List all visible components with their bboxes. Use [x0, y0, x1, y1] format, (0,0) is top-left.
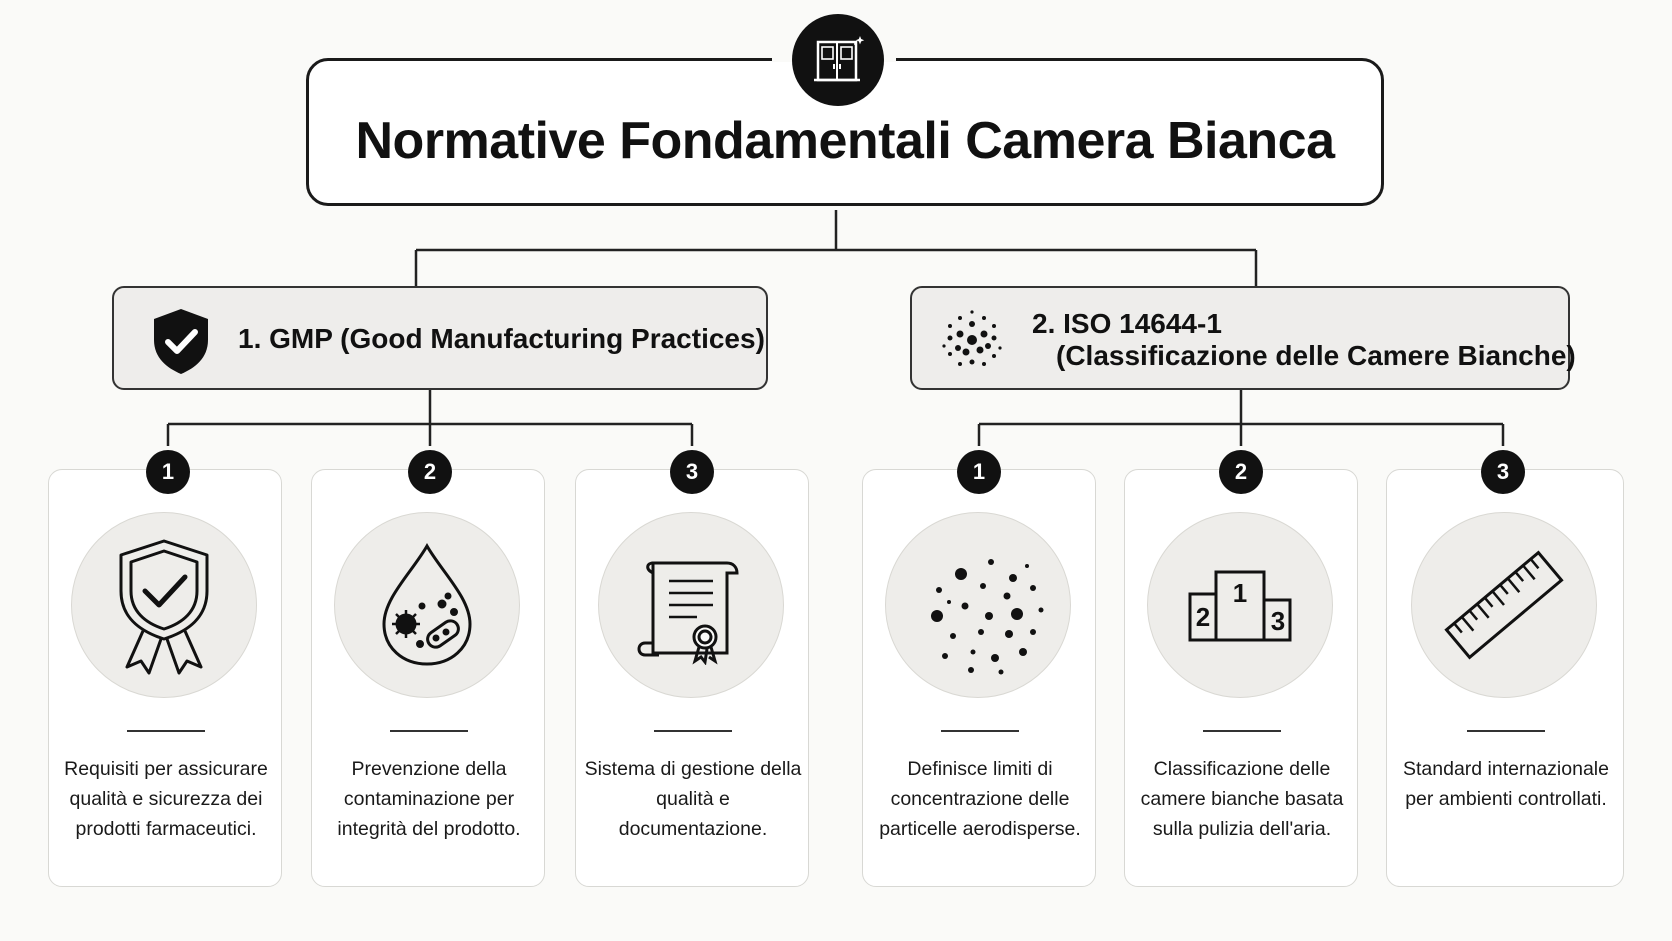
category-label-line1: 2. ISO 14644-1 [1032, 308, 1222, 339]
step-badge: 3 [670, 450, 714, 494]
airborne-particles-icon [885, 512, 1071, 698]
measuring-ruler-icon [1411, 512, 1597, 698]
shield-check-icon [150, 306, 212, 381]
card-gmp-1: Requisiti per assicurare qualità e sicur… [48, 469, 282, 887]
divider [941, 730, 1019, 732]
divider [390, 730, 468, 732]
particle-cluster-icon [936, 304, 1008, 381]
divider [1203, 730, 1281, 732]
podium-label-3: 3 [1271, 606, 1285, 636]
certificate-scroll-icon [598, 512, 784, 698]
divider [127, 730, 205, 732]
step-badge: 1 [957, 450, 1001, 494]
step-badge: 1 [146, 450, 190, 494]
divider [1467, 730, 1545, 732]
podium-label-1: 1 [1233, 578, 1247, 608]
category-label-line2: (Classificazione delle Camere Bianche) [1056, 340, 1576, 371]
category-iso: 2. ISO 14644-1 (Classificazione delle Ca… [910, 286, 1576, 390]
category-gmp: 1. GMP (Good Manufacturing Practices) [112, 286, 768, 390]
divider [654, 730, 732, 732]
step-badge: 2 [408, 450, 452, 494]
step-badge: 3 [1481, 450, 1525, 494]
card-description: Prevenzione della contaminazione per int… [337, 758, 521, 840]
card-description: Sistema di gestione della qualità e docu… [584, 758, 802, 840]
card-gmp-3: Sistema di gestione della qualità e docu… [575, 469, 809, 887]
card-iso-1: Definisce limiti di concentrazione delle… [862, 469, 1096, 887]
ranking-podium-icon: 1 2 3 [1147, 512, 1333, 698]
card-description: Standard internazionale per ambienti con… [1403, 758, 1609, 810]
card-description: Classificazione delle camere bianche bas… [1140, 758, 1344, 840]
card-description: Requisiti per assicurare qualità e sicur… [64, 758, 268, 840]
quality-shield-ribbon-icon [71, 512, 257, 698]
step-badge: 2 [1219, 450, 1263, 494]
card-iso-2: 1 2 3 Classificazione delle camere bianc… [1124, 469, 1358, 887]
contaminated-droplet-icon [334, 512, 520, 698]
title-box: Normative Fondamentali Camera Bianca [306, 58, 1384, 206]
cleanroom-door-icon [792, 14, 884, 106]
podium-label-2: 2 [1196, 602, 1210, 632]
page-title: Normative Fondamentali Camera Bianca [355, 112, 1336, 170]
card-gmp-2: Prevenzione della contaminazione per int… [311, 469, 545, 887]
card-iso-3: Standard internazionale per ambienti con… [1386, 469, 1624, 887]
card-description: Definisce limiti di concentrazione delle… [879, 758, 1081, 840]
category-label: 1. GMP (Good Manufacturing Practices) [238, 323, 765, 354]
